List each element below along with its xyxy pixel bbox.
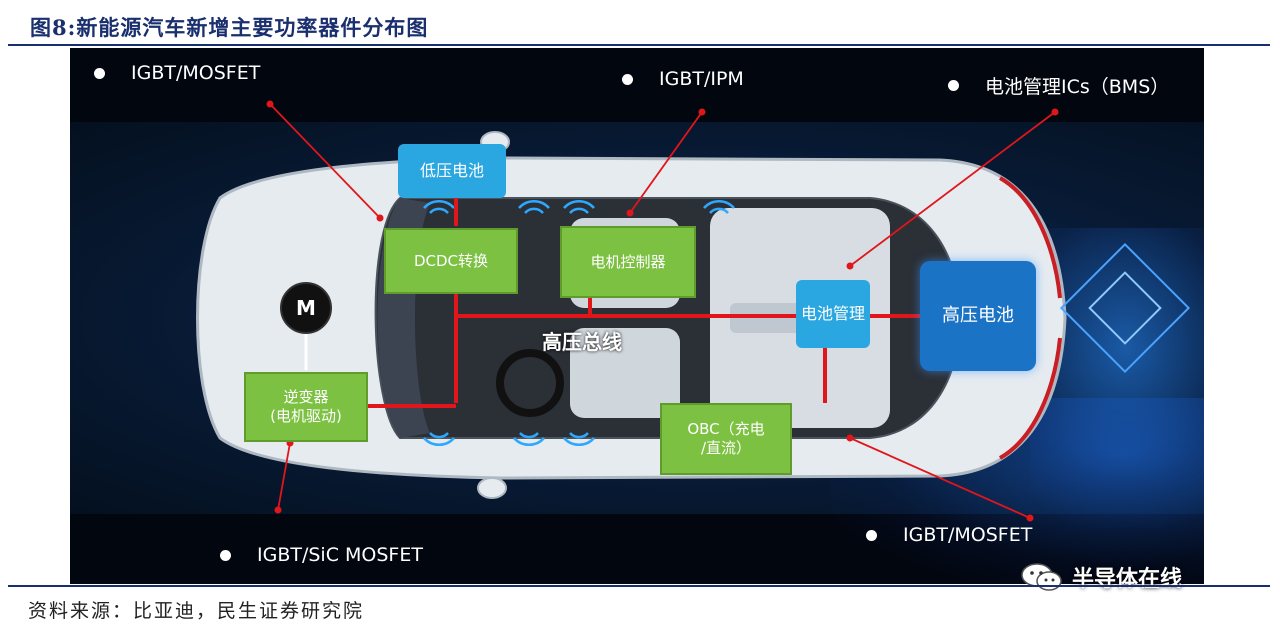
callout-bottom-right-label: IGBT/MOSFET	[903, 524, 1033, 546]
wechat-icon	[1021, 563, 1062, 591]
callout-top-left: IGBT/MOSFET	[94, 62, 260, 84]
obc-box: OBC（充电 /直流）	[660, 403, 792, 475]
watermark: 半导体在线	[1020, 559, 1182, 595]
dcdc-box: DCDC转换	[384, 228, 518, 294]
bullet-dot	[220, 549, 231, 561]
top-rule	[8, 44, 1270, 46]
bullet-dot	[94, 67, 105, 79]
diagram-panel: 低压电池 DCDC转换 电机控制器 M 逆变器 (电机驱动) 电池管理 OBC（…	[70, 48, 1204, 584]
callout-top-center: IGBT/IPM	[622, 68, 744, 90]
callout-bottom-left-label: IGBT/SiC MOSFET	[257, 544, 423, 566]
callout-leaders	[269, 103, 1056, 519]
callout-bottom-left: IGBT/SiC MOSFET	[220, 544, 423, 566]
source-note: 资料来源：比亚迪，民生证券研究院	[28, 600, 365, 622]
high-voltage-battery-box: 高压电池	[920, 261, 1036, 371]
callout-top-right: 电池管理ICs（BMS）	[948, 72, 1169, 99]
callout-bottom-right: IGBT/MOSFET	[866, 524, 1032, 546]
callout-top-center-label: IGBT/IPM	[659, 68, 744, 90]
bottom-rule	[8, 585, 1270, 587]
watermark-text: 半导体在线	[1072, 567, 1183, 592]
motor-symbol: M	[280, 282, 332, 334]
bullet-dot	[622, 73, 633, 85]
high-voltage-bus-label: 高压总线	[542, 330, 622, 354]
bullet-dot	[866, 529, 877, 541]
callout-top-left-label: IGBT/MOSFET	[131, 62, 261, 84]
speaker-icons	[423, 199, 735, 447]
battery-management-box: 电池管理	[796, 280, 870, 348]
bullet-dot	[948, 80, 959, 91]
figure-title: 图8:新能源汽车新增主要功率器件分布图	[30, 15, 429, 40]
motor-controller-box: 电机控制器	[560, 226, 696, 298]
low-voltage-battery-box: 低压电池	[398, 144, 506, 198]
inverter-box: 逆变器 (电机驱动)	[244, 372, 368, 442]
callout-top-right-label: 电池管理ICs（BMS）	[985, 76, 1170, 98]
